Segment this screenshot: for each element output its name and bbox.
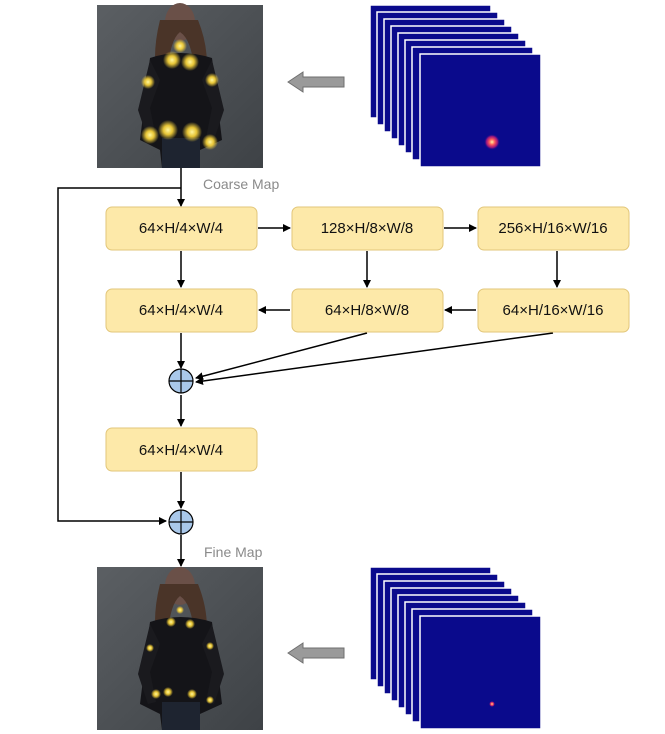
fine-map-label: Fine Map [204, 544, 263, 560]
heatmap-peak [489, 701, 495, 707]
feature-box-r2c3: 64×H/16×W/16 [477, 288, 630, 333]
feature-box-r3c1: 64×H/4×W/4 [105, 427, 258, 472]
keypoint-markers [141, 39, 219, 150]
feature-box-label: 64×H/8×W/8 [325, 302, 409, 319]
circled-plus-icon [168, 368, 194, 394]
feature-box-label: 128×H/8×W/8 [321, 220, 414, 237]
feature-box-label: 64×H/4×W/4 [139, 442, 223, 459]
coarse-keypoint-photo [97, 3, 263, 168]
keypoint-markers [146, 606, 214, 704]
person-silhouette [138, 3, 224, 168]
fine-keypoint-photo [97, 567, 263, 730]
feature-box-r1c2: 128×H/8×W/8 [291, 206, 444, 251]
feature-box-r1c3: 256×H/16×W/16 [477, 206, 630, 251]
connector-lines [57, 168, 561, 567]
feature-box-label: 64×H/4×W/4 [139, 302, 223, 319]
left-arrow-icon [287, 71, 345, 93]
feature-box-label: 64×H/4×W/4 [139, 220, 223, 237]
circled-plus-icon [168, 509, 194, 535]
feature-box-r2c2: 64×H/8×W/8 [291, 288, 444, 333]
coarse-heatmap-stack [369, 4, 542, 168]
feature-box-r1c1: 64×H/4×W/4 [105, 206, 258, 251]
feature-box-label: 256×H/16×W/16 [498, 220, 607, 237]
coarse-map-label: Coarse Map [203, 176, 279, 192]
feature-box-r2c1: 64×H/4×W/4 [105, 288, 258, 333]
heatmap-peak [484, 134, 500, 150]
left-arrow-icon [287, 642, 345, 664]
fine-heatmap-stack [369, 566, 542, 730]
feature-box-label: 64×H/16×W/16 [503, 302, 604, 319]
